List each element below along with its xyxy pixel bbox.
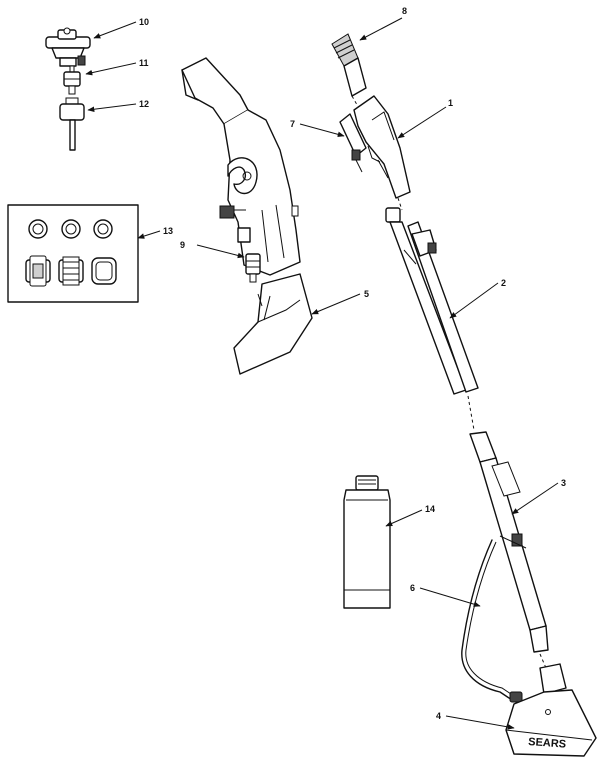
callout-9: 9 — [180, 240, 185, 250]
callout-2: 2 — [501, 278, 506, 288]
leader-7 — [299, 123, 345, 138]
callout-14: 14 — [425, 504, 435, 514]
leader-11 — [85, 62, 137, 76]
leader-6 — [419, 587, 481, 607]
leader-13 — [137, 230, 161, 239]
callout-11: 11 — [139, 58, 149, 68]
part-5-handle-housing — [181, 57, 313, 375]
bushing-3 — [91, 257, 117, 285]
part-7-trigger-assembly — [339, 113, 367, 173]
callout-12: 12 — [139, 99, 149, 109]
seal-ring-1 — [28, 219, 48, 239]
callout-8: 8 — [402, 6, 407, 16]
part-4-floor-nozzle: SEARS — [505, 663, 597, 757]
bushing-2 — [58, 256, 84, 286]
part-14-solution-bottle — [343, 475, 391, 609]
leader-2 — [449, 282, 499, 319]
leader-1 — [397, 106, 447, 139]
leader-3 — [511, 482, 559, 515]
leader-9 — [196, 244, 245, 259]
part-9-coupling — [245, 253, 261, 283]
leader-4 — [445, 715, 515, 730]
part-10-valve-cap — [45, 27, 91, 67]
callout-10: 10 — [139, 17, 149, 27]
part-11-fitting — [63, 65, 81, 95]
callout-3: 3 — [561, 478, 566, 488]
part-13-seal-kit-box — [7, 204, 139, 303]
leader-14 — [385, 509, 423, 527]
seal-ring-3 — [93, 219, 113, 239]
callout-6: 6 — [410, 583, 415, 593]
leader-12 — [87, 103, 137, 112]
nozzle-brand-label: SEARS — [528, 736, 567, 751]
part-1-upper-handle — [353, 95, 411, 199]
leader-5 — [311, 293, 361, 315]
callout-7: 7 — [290, 119, 295, 129]
part-6-spray-hose — [461, 539, 523, 703]
part-3-lower-wand — [469, 431, 549, 653]
callout-1: 1 — [448, 98, 453, 108]
callout-13: 13 — [163, 226, 173, 236]
part-2-upper-wand — [385, 207, 479, 395]
part-8-hose-end — [331, 33, 367, 111]
leader-10 — [93, 21, 137, 39]
seal-ring-2 — [61, 219, 81, 239]
callout-5: 5 — [364, 289, 369, 299]
callout-4: 4 — [436, 711, 441, 721]
part-12-plunger — [59, 97, 85, 151]
bushing-1 — [25, 255, 51, 287]
leader-8 — [359, 17, 403, 41]
